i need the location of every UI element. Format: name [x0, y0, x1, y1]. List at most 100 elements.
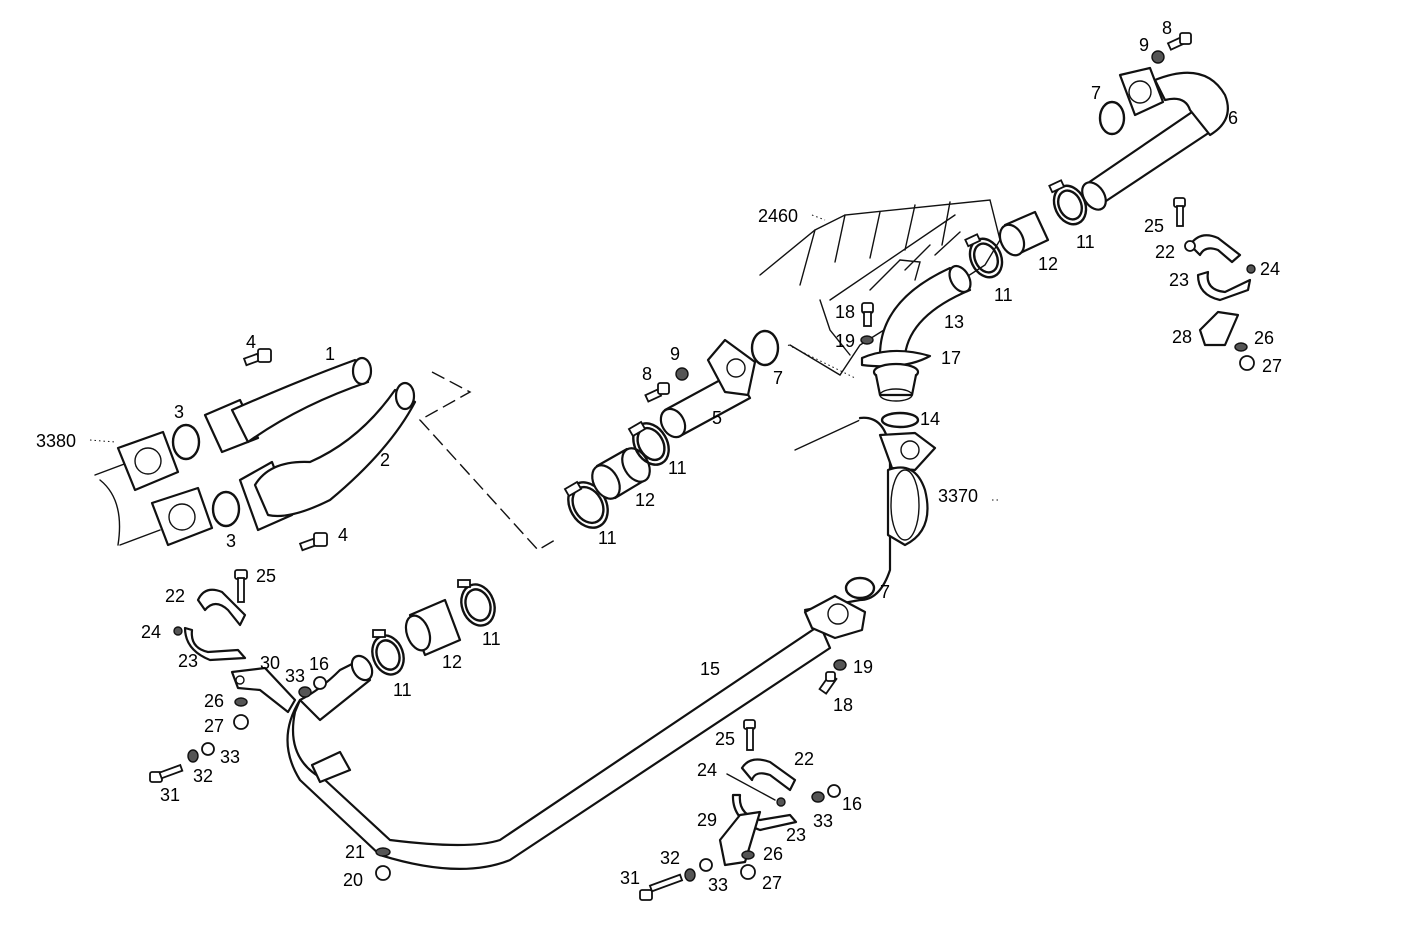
callout-29: 29 [697, 810, 717, 830]
callout-15: 15 [700, 659, 720, 679]
leader-3380 [89, 439, 116, 443]
callout-20: 20 [343, 870, 363, 890]
gasket-7-muffler [844, 576, 876, 600]
ref-label-3370: 3370 [938, 486, 978, 506]
callout-26: 26 [1254, 328, 1274, 348]
leader-24-lower [726, 773, 776, 801]
callout-11: 11 [598, 528, 617, 548]
bracket-22-23-lower [718, 758, 798, 867]
callout-5: 5 [712, 408, 722, 428]
clamp-11-e [371, 629, 405, 676]
callout-27: 27 [1262, 356, 1282, 376]
gasket-7-upper-right [1098, 100, 1126, 136]
nut-27-lower [740, 864, 756, 880]
clamp-11-b [627, 420, 670, 466]
gasket-3-upper [171, 423, 201, 461]
callout-12: 12 [1038, 254, 1058, 274]
callout-23: 23 [786, 825, 806, 845]
callout-25: 25 [1144, 216, 1164, 236]
callout-23: 23 [1169, 270, 1189, 290]
clamp-11-d [964, 233, 1004, 279]
assembly-dashed-line [418, 371, 556, 551]
gasket-3-lower [211, 490, 241, 528]
callout-8: 8 [642, 364, 652, 384]
callout-11: 11 [668, 458, 687, 478]
callout-33: 33 [285, 666, 305, 686]
callout-17: 17 [941, 348, 961, 368]
callout-11: 11 [1076, 232, 1095, 252]
pipe-15 [286, 594, 867, 870]
leader-2460 [811, 214, 826, 221]
washer-33-left-top [298, 686, 312, 698]
nut-27-left [233, 714, 249, 730]
washer-33-lower [699, 858, 713, 872]
sleeve-12-c [404, 598, 462, 657]
washer-24-left [173, 626, 183, 636]
callout-27: 27 [204, 716, 224, 736]
callout-9: 9 [1139, 35, 1149, 55]
callout-25: 25 [715, 729, 735, 749]
callout-23: 23 [178, 651, 198, 671]
callout-9: 9 [670, 344, 680, 364]
pipe-2 [238, 381, 417, 532]
bolt-31-left [149, 763, 184, 783]
callout-22: 22 [794, 749, 814, 769]
bolt-25-lower [743, 719, 756, 751]
callout-2: 2 [380, 450, 390, 470]
washer-22-right [1184, 240, 1196, 252]
callout-4: 4 [246, 332, 256, 352]
callout-7: 7 [773, 368, 783, 388]
callout-12: 12 [635, 490, 655, 510]
gasket-14 [880, 411, 920, 429]
callout-31: 31 [160, 785, 180, 805]
callout-32: 32 [193, 766, 213, 786]
pipe-5 [659, 338, 757, 439]
washer-19-upper [860, 335, 874, 345]
washer-32-left [187, 749, 199, 763]
callout-26: 26 [763, 844, 783, 864]
callout-18: 18 [835, 302, 855, 322]
clamp-11-f [457, 579, 496, 627]
bracket-22-23-right [1188, 234, 1252, 347]
callout-22: 22 [165, 586, 185, 606]
sleeve-12-a [591, 447, 651, 500]
washer-24-lower [776, 797, 786, 807]
muffler-3370 [794, 416, 937, 612]
callout-27: 27 [762, 873, 782, 893]
washer-32-lower [684, 868, 696, 882]
bolt-4-upper [242, 348, 272, 367]
callout-22: 22 [1155, 242, 1175, 262]
callout-19: 19 [835, 331, 855, 351]
callout-13: 13 [944, 312, 964, 332]
bolt-18-lower [818, 671, 838, 695]
callout-18: 18 [833, 695, 853, 715]
left-manifold-sketch [94, 430, 214, 547]
callout-11: 11 [393, 680, 412, 700]
callout-1: 1 [325, 344, 335, 364]
callout-19: 19 [853, 657, 873, 677]
callout-16: 16 [309, 654, 329, 674]
callout-6: 6 [1228, 108, 1238, 128]
callout-4: 4 [338, 525, 348, 545]
callout-32: 32 [660, 848, 680, 868]
callout-14: 14 [920, 409, 940, 429]
ref-label-3380: 3380 [36, 431, 76, 451]
callout-33: 33 [220, 747, 240, 767]
engine-block-sketch [759, 199, 1001, 379]
bolt-25-right [1173, 197, 1186, 227]
callout-7: 7 [1091, 83, 1101, 103]
callout-31: 31 [620, 868, 640, 888]
washer-26-left [234, 697, 248, 707]
washer-9-center [675, 367, 689, 381]
bracket-22-23-left [183, 588, 297, 714]
callout-16: 16 [842, 794, 862, 814]
washer-33-lower-right [811, 791, 825, 803]
washer-21 [375, 847, 391, 857]
washer-19-lower [833, 659, 847, 671]
callout-24: 24 [697, 760, 717, 780]
bolt-4-lower [298, 532, 328, 552]
gasket-7-center [750, 329, 780, 367]
nut-27-right [1239, 355, 1255, 371]
callout-25: 25 [256, 566, 276, 586]
nut-20 [375, 865, 391, 881]
